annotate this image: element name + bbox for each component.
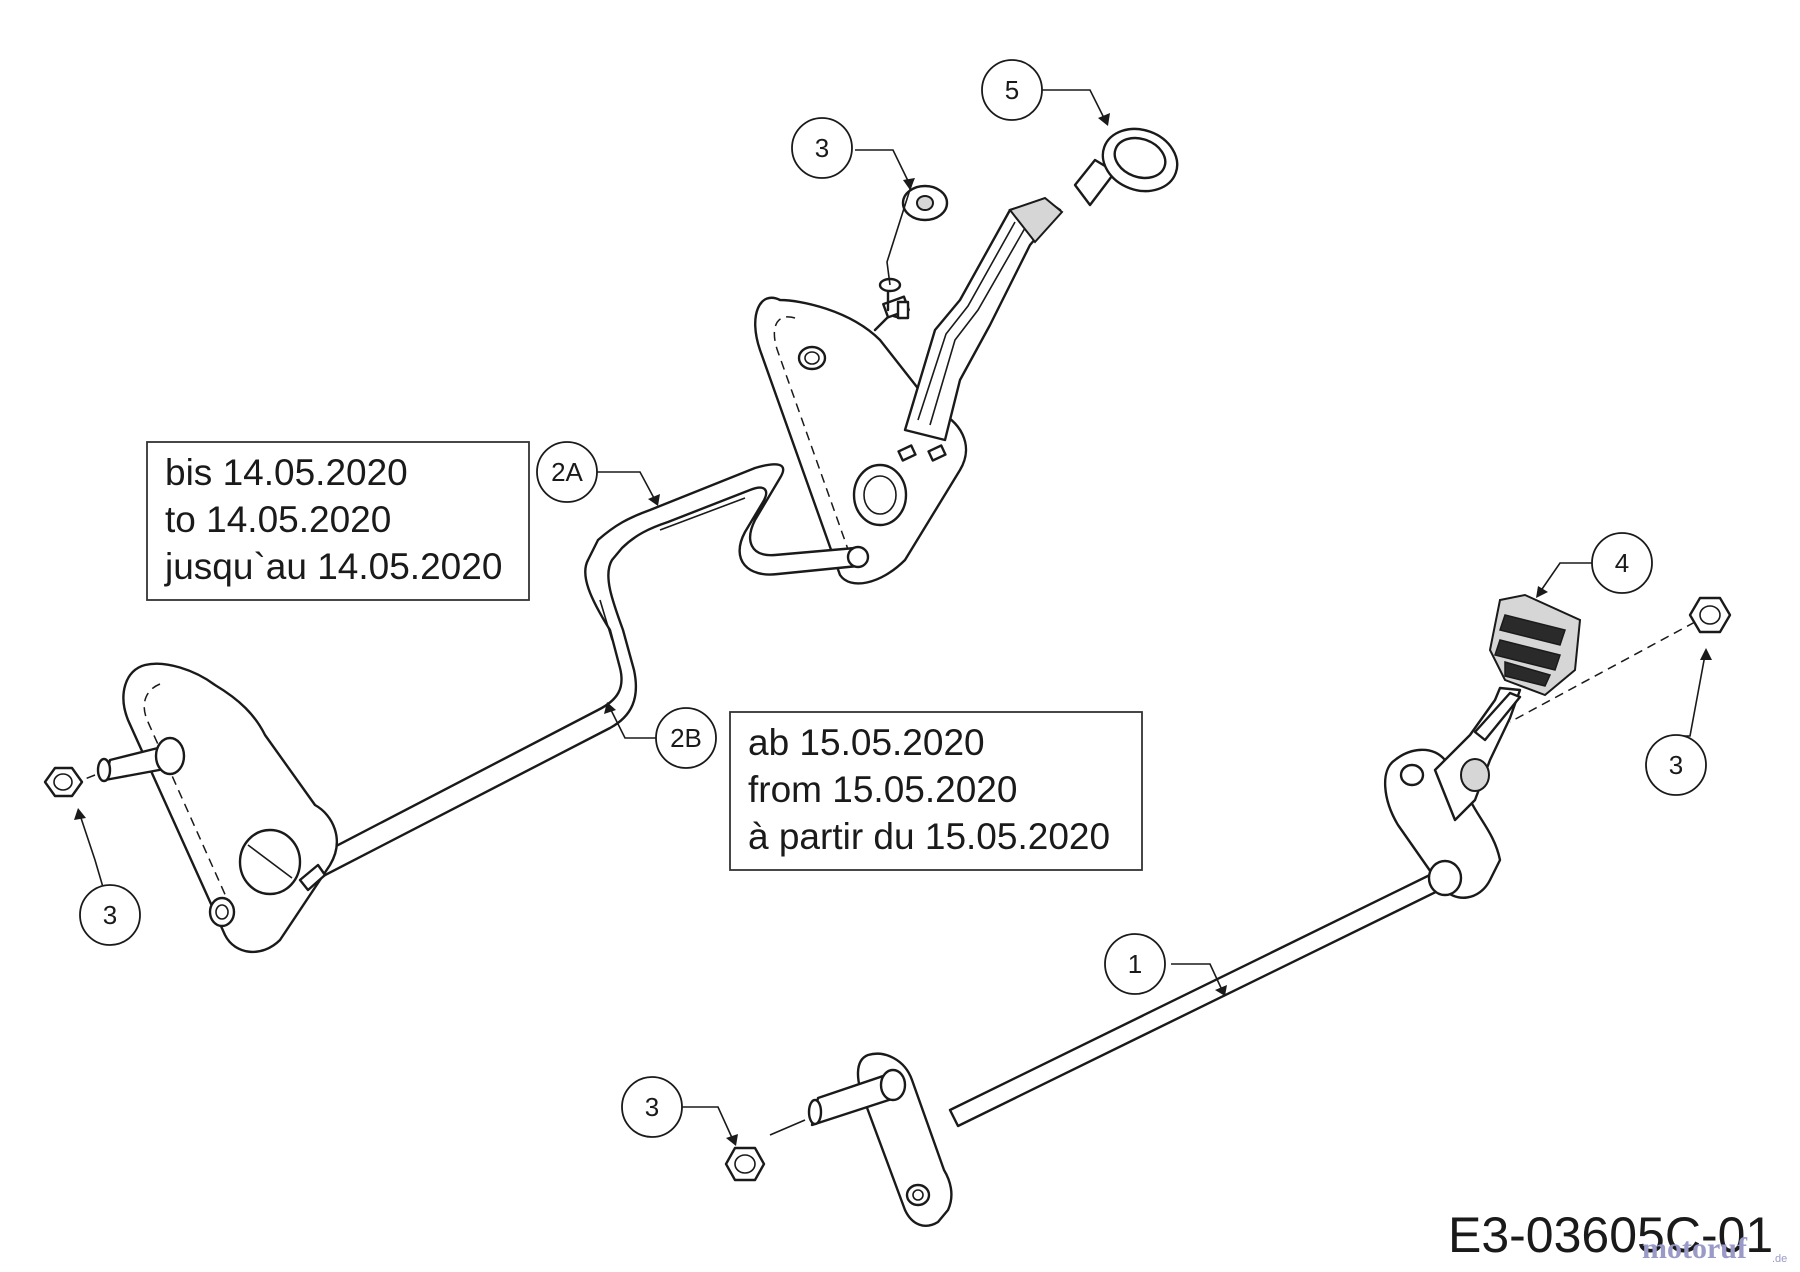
callout-leaders [74,89,1712,1146]
right-lower-bracket [1383,686,1522,899]
lever-bushing-part-4 [1488,593,1582,697]
note-from-line-1: ab 15.05.2020 [748,722,985,763]
note-until-line-3: jusqu`au 14.05.2020 [164,546,502,587]
flange-nut-right [1509,596,1732,723]
note-from-date: ab 15.05.2020 from 15.05.2020 à partir d… [729,711,1143,871]
note-from-line-3: à partir du 15.05.2020 [748,816,1110,857]
callout-3-top: 3 [791,117,853,179]
svg-text:4: 4 [1615,548,1629,578]
note-until-date: bis 14.05.2020 to 14.05.2020 jusqu`au 14… [146,441,530,601]
flange-nut-bottom [724,1068,907,1182]
svg-text:3: 3 [815,133,829,163]
svg-text:1: 1 [1128,949,1142,979]
svg-text:.de: .de [1772,1253,1787,1265]
callout-1: 1 [1104,933,1166,995]
lever-grip-part-5 [1073,127,1179,207]
flange-nut-left [43,736,186,798]
svg-text:3: 3 [1669,750,1683,780]
note-until-line-1: bis 14.05.2020 [165,452,408,493]
callout-3-bottom: 3 [621,1076,683,1138]
callout-2a: 2A [536,441,598,503]
crank-axle-2a-2b [288,463,870,890]
callout-4: 4 [1591,532,1653,594]
left-height-bracket [122,662,338,954]
watermark-logo: motoruf .de [1642,1232,1787,1265]
height-adjust-lever [897,196,1064,462]
callout-2b: 2B [655,707,717,769]
callout-3-left: 3 [79,884,141,946]
note-from-line-2: from 15.05.2020 [748,769,1017,810]
note-until-line-2: to 14.05.2020 [165,499,391,540]
drawing-code: E3-03605C-01 [1448,1207,1773,1263]
svg-text:2A: 2A [551,457,583,487]
svg-text:5: 5 [1005,75,1019,105]
svg-text:3: 3 [645,1092,659,1122]
callout-5: 5 [981,59,1043,121]
svg-text:2B: 2B [670,723,702,753]
svg-text:motoruf: motoruf [1642,1232,1748,1265]
svg-text:3: 3 [103,900,117,930]
callout-3-right: 3 [1645,734,1707,796]
main-axle-part-1 [948,859,1463,1128]
